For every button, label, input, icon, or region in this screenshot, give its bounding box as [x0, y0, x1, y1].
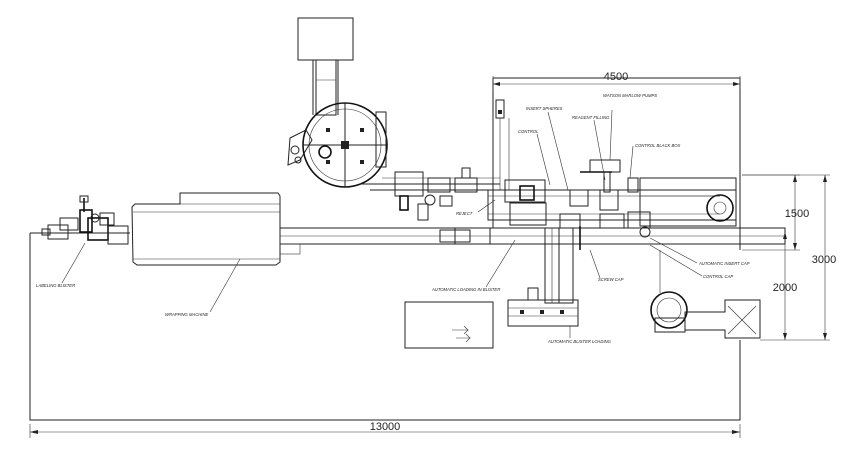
leader-insert-cap: [649, 237, 698, 264]
label-reject: REJECT: [456, 211, 473, 216]
dimension-1500-label: 1500: [785, 208, 809, 220]
label-automatic-blister-loading: AUTOMATIC BLISTER LOADING: [547, 339, 612, 344]
label-insert-spheres: INSERT SPHERES: [526, 106, 563, 111]
legend-box: [404, 301, 494, 349]
dimension-2000-label: 2000: [773, 282, 797, 294]
leader-control: [536, 133, 551, 186]
leader-insert-spheres: [547, 111, 569, 191]
hopper: [297, 17, 354, 116]
dimension-2000: 2000: [773, 232, 797, 340]
leader-black-box: [629, 145, 634, 179]
labeling-blister-unit: [41, 195, 129, 245]
leader-pumps: [609, 109, 613, 161]
label-control-black-box: CONTROL BLACK BOX: [635, 143, 681, 148]
leader-reject: [477, 199, 496, 213]
leader-wrapping: [209, 258, 241, 313]
label-wrapping-machine: WRAPPING MACHINE: [165, 312, 208, 317]
feed-line: [360, 167, 500, 221]
blister-loading-line: [507, 226, 581, 327]
dimension-4500-label: 4500: [604, 71, 628, 83]
leader-labeling: [61, 242, 86, 284]
label-automatic-loading-blister: AUTOMATIC LOADING IN BLISTER: [431, 287, 500, 292]
rotary-table: [287, 102, 388, 188]
label-screw-cap: SCREW CAP: [598, 277, 624, 282]
label-control: CONTROL: [518, 129, 539, 134]
label-reagent-filling: REAGENT FILLING: [572, 115, 610, 120]
label-watson-marlow-pumps: WATSON MARLOW PUMPS: [603, 93, 657, 98]
floor-outline: [29, 77, 741, 421]
leader-auto-loading: [485, 239, 516, 288]
cap-station: [650, 250, 761, 339]
label-labeling-blister: LABELING BLISTER: [36, 283, 75, 288]
dimension-13000: 13000: [29, 421, 741, 438]
dimension-13000-label: 13000: [370, 421, 401, 433]
leader-screw-cap: [589, 249, 601, 279]
dimension-3000-label: 3000: [812, 254, 836, 266]
leader-reagent: [593, 119, 606, 181]
dimension-3000: 3000: [742, 174, 836, 341]
leader-control-cap: [649, 244, 703, 277]
main-conveyor: [279, 227, 786, 255]
dimension-4500: 4500: [492, 71, 741, 90]
label-automatic-insert-cap: AUTOMATIC INSERT CAP: [698, 261, 750, 266]
dimension-1500: 1500: [742, 174, 809, 251]
label-control-cap: CONTROL CAP: [703, 274, 733, 279]
wrapping-machine: [131, 192, 281, 266]
process-frame: [487, 99, 737, 238]
